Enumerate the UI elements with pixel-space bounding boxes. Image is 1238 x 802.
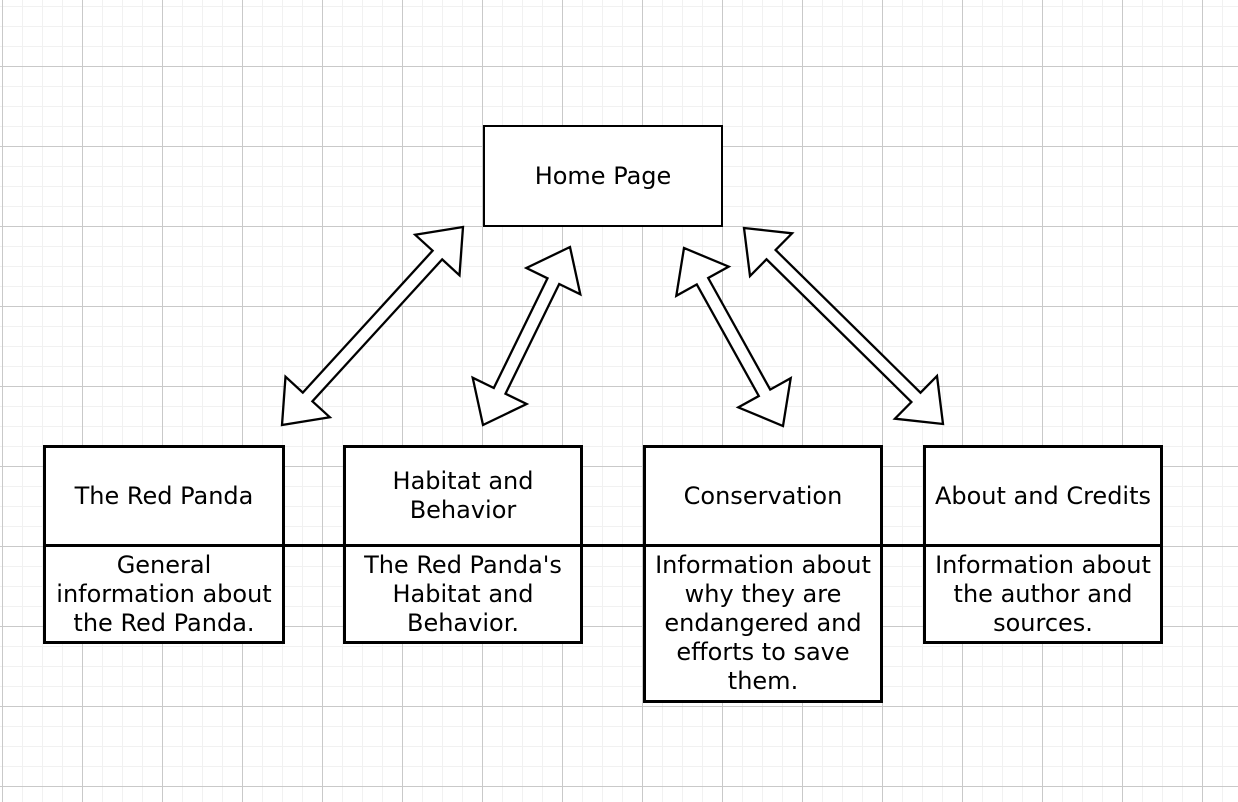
section-description-about-and-credits: Information about the author and sources… (935, 550, 1151, 637)
section-title-about-and-credits: About and Credits (926, 448, 1160, 547)
section-description-conservation: Information about why they are endangere… (655, 551, 871, 695)
home-page-box: Home Page (483, 125, 723, 227)
section-title-the-red-panda: The Red Panda (46, 448, 282, 547)
section-box-conservation: Conservation Information about why they … (643, 445, 883, 703)
double-arrow-home-page-to-the-red-panda (280, 225, 465, 427)
home-page-label: Home Page (534, 161, 672, 190)
section-description-the-red-panda: General information about the Red Panda. (56, 550, 272, 637)
double-arrow-home-page-to-habitat-and-behavior (471, 245, 582, 427)
double-arrow-home-page-to-conservation (674, 246, 793, 428)
row-divider-line (43, 544, 1163, 547)
double-arrow-home-page-to-about-and-credits (742, 226, 945, 426)
section-title-conservation: Conservation (646, 448, 880, 547)
section-description-habitat-and-behavior: The Red Panda's Habitat and Behavior. (364, 550, 562, 637)
section-title-habitat-and-behavior: Habitat and Behavior (346, 448, 580, 547)
